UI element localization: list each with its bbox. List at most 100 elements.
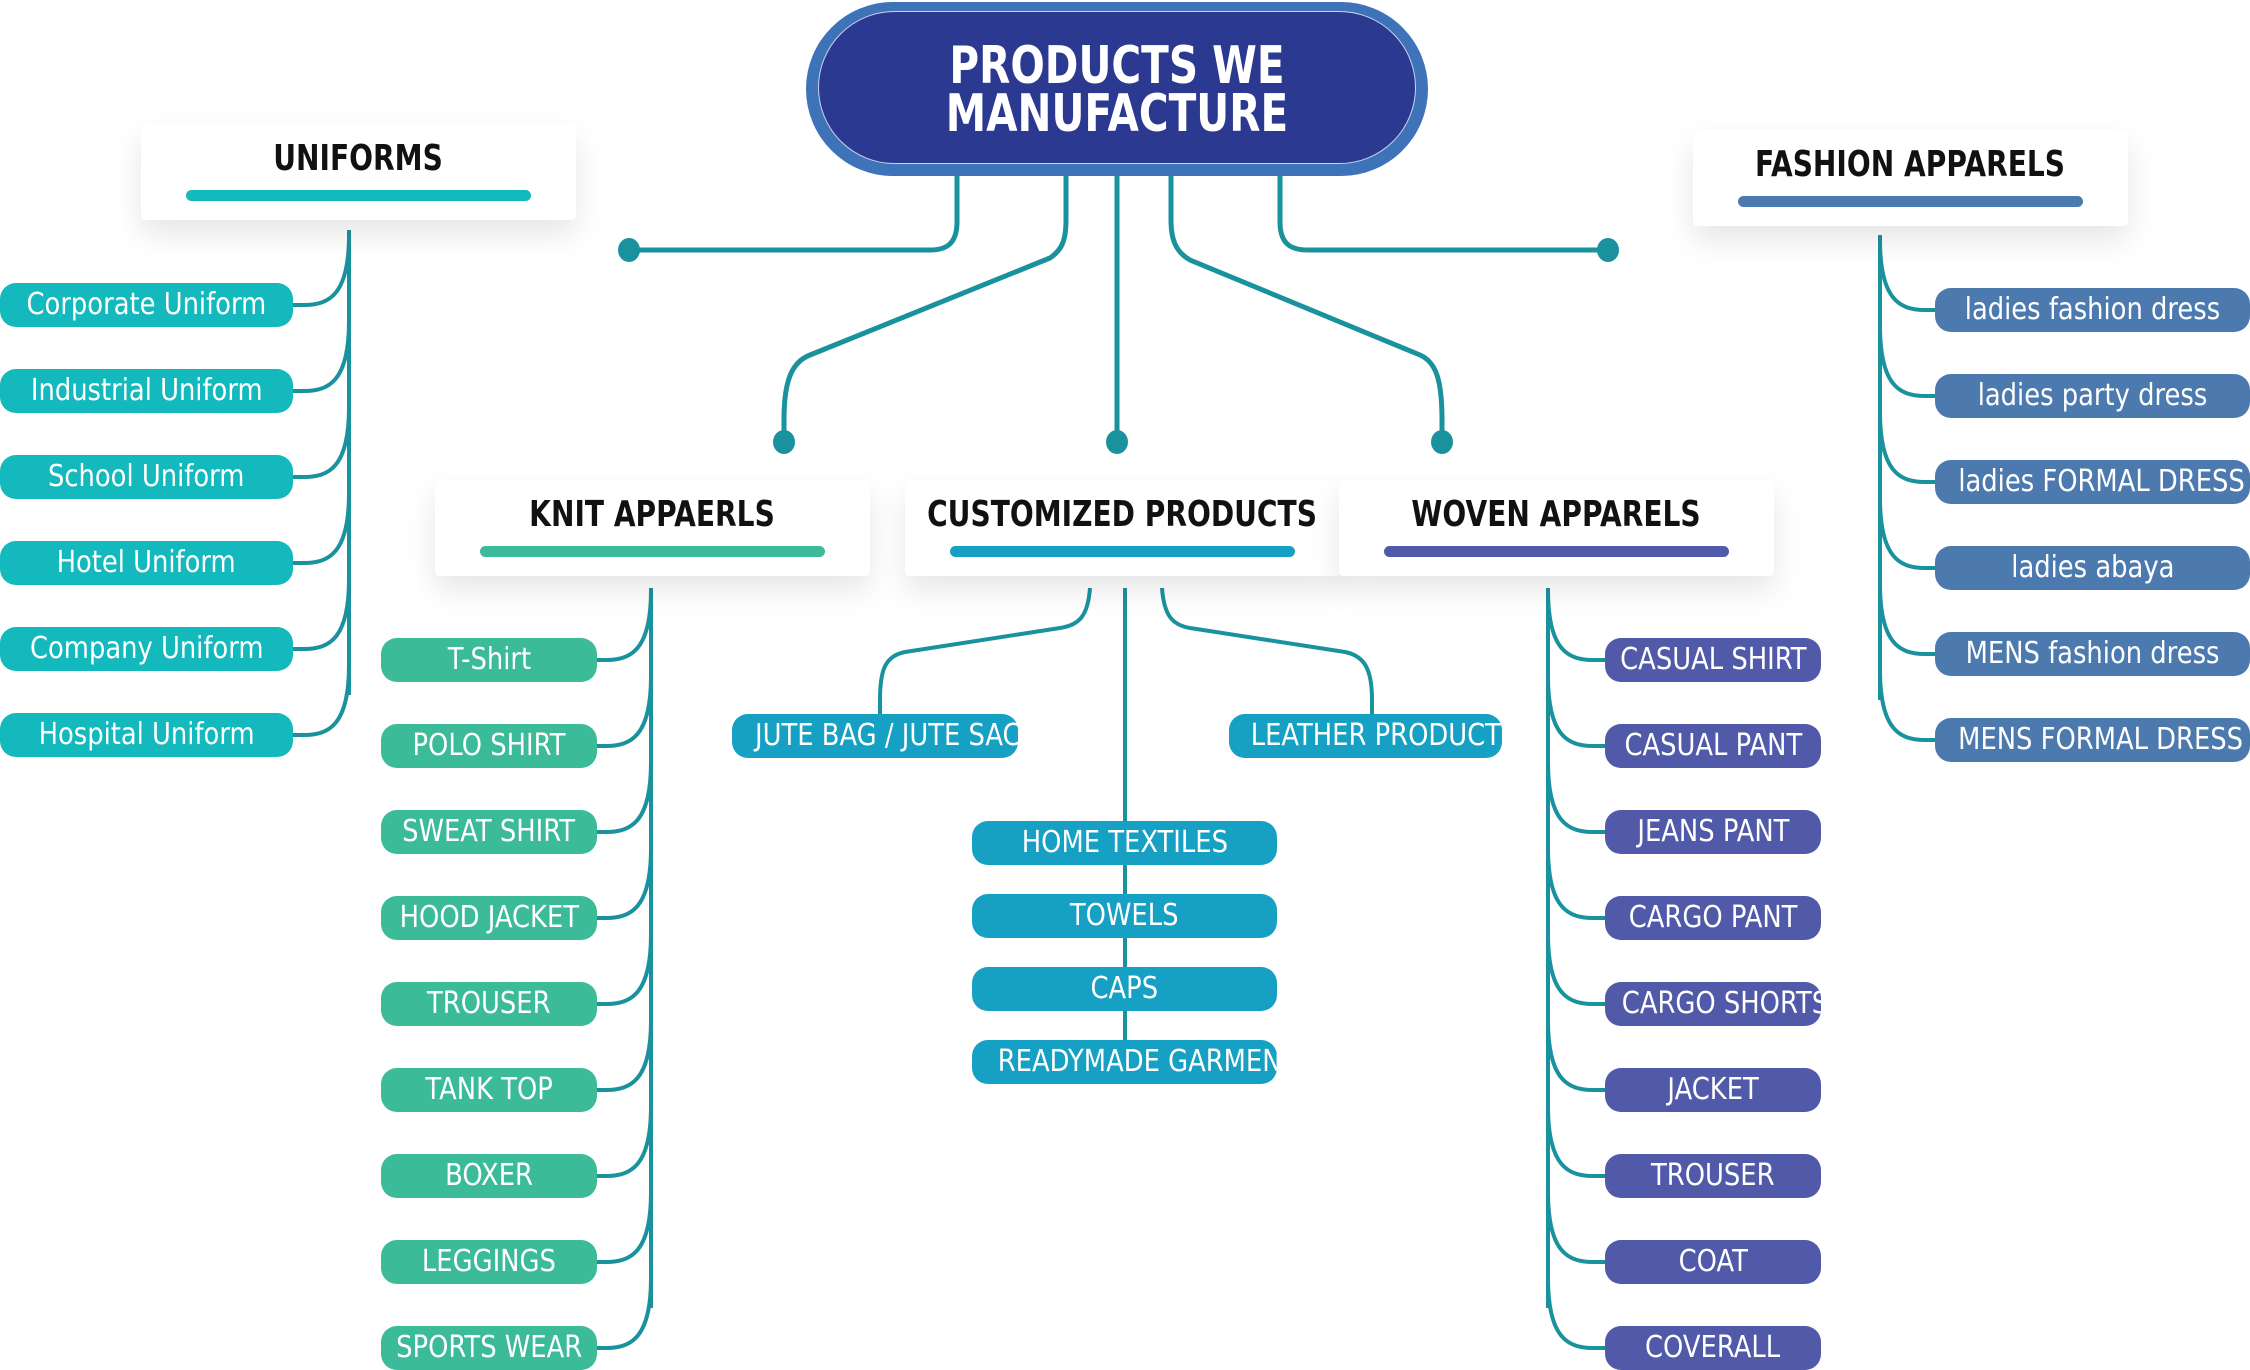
woven-branch [1546,847,1605,920]
uniforms-branch [293,578,351,651]
woven-branch [1546,1105,1605,1178]
uniforms-item[interactable]: Corporate Uniform [0,283,293,327]
knit-item[interactable]: SWEAT SHIRT [381,810,597,854]
knit-branch [597,675,653,748]
woven-branch [1546,933,1605,1006]
knit-item-label: POLO SHIRT [412,728,566,763]
woven-item[interactable]: CARGO SHORTS [1605,982,1821,1026]
woven-branch [1546,1277,1605,1350]
knit-branch [597,1105,653,1178]
fashion-item-label: ladies party dress [1977,378,2208,413]
knit-item[interactable]: LEGGINGS [381,1240,597,1284]
uniforms-item[interactable]: School Uniform [0,455,293,499]
woven-item[interactable]: JACKET [1605,1068,1821,1112]
knit-branch [597,1277,653,1350]
woven-item[interactable]: TROUSER [1605,1154,1821,1198]
knit-item[interactable]: HOOD JACKET [381,896,597,940]
woven-item[interactable]: CASUAL SHIRT [1605,638,1821,682]
woven-title[interactable]: WOVEN APPARELS [1411,494,1701,535]
uniforms-item-label: Corporate Uniform [26,287,267,322]
knit-item-label: BOXER [445,1158,533,1193]
fashion-item[interactable]: ladies fashion dress [1935,288,2250,332]
customized-item-label: READYMADE GARMENTS [997,1044,1277,1079]
customized-branch-right [1160,587,1374,716]
fashion-branch [1878,325,1935,398]
woven-item-label: COAT [1678,1244,1748,1279]
fashion-branch [1878,497,1935,570]
customized-item[interactable]: READYMADE GARMENTS [972,1040,1277,1084]
woven-item-label: JEANS PANT [1636,814,1790,849]
uniforms-item[interactable]: Hospital Uniform [0,713,293,757]
woven-item[interactable]: COVERALL [1605,1326,1821,1370]
knit-item-label: HOOD JACKET [399,900,579,935]
woven-underline [1383,546,1729,557]
fashion-branch [1878,669,1935,742]
uniforms-item-label: School Uniform [48,459,245,494]
knit-item[interactable]: TROUSER [381,982,597,1026]
knit-underline [479,546,825,557]
customized-item[interactable]: LEATHER PRODUCTS [1229,714,1502,758]
uniforms-item[interactable]: Industrial Uniform [0,369,293,413]
fashion-item-label: MENS fashion dress [1965,636,2220,671]
uniforms-underline [185,190,531,201]
knit-item[interactable]: SPORTS WEAR [381,1326,597,1370]
customized-branch-left [878,587,1092,716]
knit-header-card [434,480,870,576]
root-title-line-2: MANUFACTURE [945,84,1289,144]
woven-item-label: CASUAL SHIRT [1620,642,1807,677]
customized-item-label: HOME TEXTILES [1021,825,1228,860]
fashion-branch [1878,411,1935,484]
customized-item[interactable]: TOWELS [972,894,1277,938]
knit-item-label: LEGGINGS [422,1244,556,1279]
uniforms-item[interactable]: Company Uniform [0,627,293,671]
knit-branch [597,847,653,920]
woven-item-label: COVERALL [1645,1330,1781,1365]
woven-branch [1546,675,1605,748]
uniforms-branch [293,320,351,393]
customized-item[interactable]: HOME TEXTILES [972,821,1277,865]
woven-item-label: CARGO SHORTS [1621,986,1821,1021]
fashion-item[interactable]: ladies abaya [1935,546,2250,590]
woven-item[interactable]: CASUAL PANT [1605,724,1821,768]
connector-dot-uniforms [618,238,640,262]
uniforms-branch [293,664,351,737]
woven-item[interactable]: CARGO PANT [1605,896,1821,940]
connector-dot-customized [1106,430,1128,454]
connector-dot-fashion [1597,238,1619,262]
knit-item[interactable]: BOXER [381,1154,597,1198]
root-node[interactable]: PRODUCTS WE MANUFACTURE [806,2,1428,176]
uniforms-title[interactable]: UNIFORMS [273,138,443,179]
root-node-inner: PRODUCTS WE MANUFACTURE [818,11,1416,164]
knit-branch [597,1191,653,1264]
knit-branch [597,589,653,662]
connector-root-uniforms [629,176,960,253]
customized-underline [949,546,1295,557]
fashion-item[interactable]: ladies party dress [1935,374,2250,418]
knit-item[interactable]: POLO SHIRT [381,724,597,768]
customized-title[interactable]: CUSTOMIZED PRODUCTS [927,494,1317,535]
woven-item[interactable]: JEANS PANT [1605,810,1821,854]
fashion-title[interactable]: FASHION APPARELS [1755,144,2065,185]
uniforms-header-card [140,124,576,220]
fashion-item[interactable]: ladies FORMAL DRESS [1935,460,2250,504]
knit-title[interactable]: KNIT APPAERLS [529,494,775,535]
fashion-item[interactable]: MENS FORMAL DRESS [1935,718,2250,762]
knit-item[interactable]: T-Shirt [381,638,597,682]
woven-item-label: TROUSER [1651,1158,1775,1193]
woven-item[interactable]: COAT [1605,1240,1821,1284]
uniforms-item[interactable]: Hotel Uniform [0,541,293,585]
connector-dot-woven [1431,430,1453,454]
uniforms-branch [293,406,351,479]
customized-item[interactable]: JUTE BAG / JUTE SACK [732,714,1018,758]
fashion-item[interactable]: MENS fashion dress [1935,632,2250,676]
uniforms-branch [293,492,351,565]
knit-item[interactable]: TANK TOP [381,1068,597,1112]
woven-item-label: CASUAL PANT [1624,728,1802,763]
woven-item-label: JACKET [1667,1072,1759,1107]
customized-item-label: TOWELS [1070,898,1179,933]
customized-item[interactable]: CAPS [972,967,1277,1011]
knit-item-label: SPORTS WEAR [396,1330,583,1365]
fashion-branch [1878,583,1935,656]
fashion-branch [1878,239,1935,312]
uniforms-branch [293,234,351,307]
